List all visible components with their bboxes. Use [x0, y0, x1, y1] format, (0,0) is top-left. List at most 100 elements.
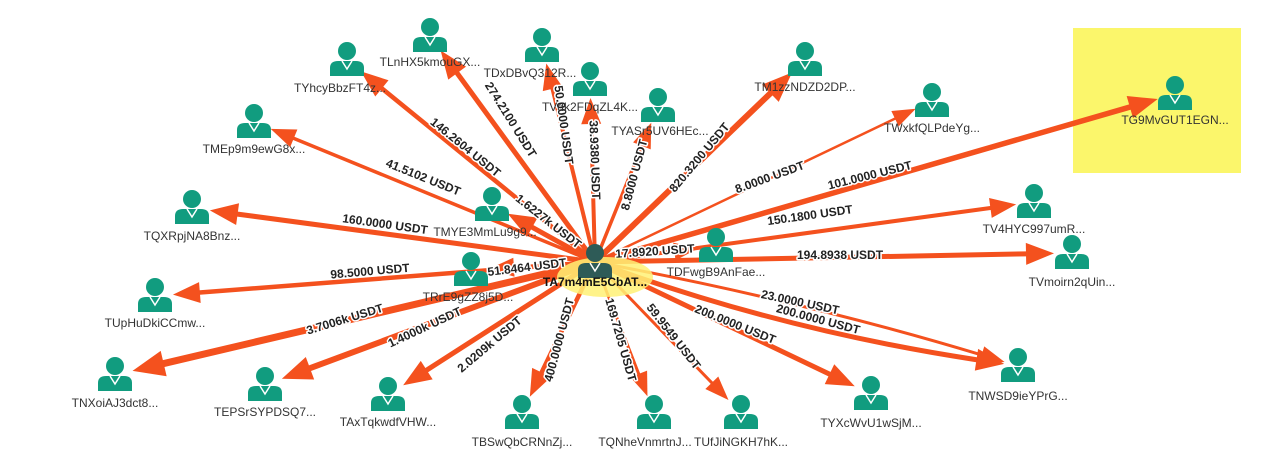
arrow-head-icon — [440, 50, 467, 80]
arrow-head-icon — [209, 203, 240, 226]
user-icon[interactable] — [573, 62, 607, 96]
user-icon[interactable] — [475, 187, 509, 221]
transfer-edge[interactable] — [592, 90, 774, 265]
transfer-edge[interactable] — [306, 259, 598, 372]
user-icon[interactable] — [138, 278, 172, 312]
transfer-edge[interactable] — [589, 121, 597, 264]
user-icon[interactable] — [371, 377, 405, 411]
account-node-tnxoiaj3dct8[interactable]: TNXoiAJ3dct8... — [72, 357, 159, 410]
transfer-edge[interactable] — [160, 258, 599, 368]
account-node-tuphudkiccmw[interactable]: TUpHuDkiCCmw... — [105, 278, 206, 330]
arrow-head-icon — [403, 360, 433, 386]
edge-amount-label: 8.0000 USDT — [733, 158, 807, 196]
user-icon[interactable] — [1001, 348, 1035, 382]
transfer-edge[interactable] — [593, 117, 897, 264]
transfer-edge[interactable] — [379, 86, 598, 265]
arrow-head-icon — [673, 242, 699, 261]
account-node-tqxrpjna8bnz[interactable]: TQXRpjNA8Bnz... — [144, 190, 241, 243]
user-icon[interactable] — [788, 42, 822, 76]
arrow-head-icon — [172, 282, 201, 304]
account-address-label: TQXRpjNA8Bnz... — [144, 229, 241, 243]
user-icon[interactable] — [1055, 235, 1089, 269]
account-address-label: TG9MvGUT1EGN... — [1121, 113, 1228, 127]
user-icon[interactable] — [525, 28, 559, 62]
account-node-tmye3mmlu9g9[interactable]: TMYE3MmLu9g9... — [433, 187, 537, 239]
account-address-label: TYXcWvU1wSjM... — [820, 416, 921, 430]
transfer-edge[interactable] — [593, 144, 644, 264]
account-node-tv4hyc997umr[interactable]: TV4HYC997umR... — [983, 184, 1086, 236]
account-node-tvdk2fdqzl4k[interactable]: TVdk2FDqZL4K... — [542, 62, 638, 114]
arrow-head-icon — [1126, 96, 1158, 119]
account-node-tufjingkh7hk[interactable]: TUfJiNGKH7hK... — [694, 395, 788, 449]
arrow-head-icon — [762, 72, 793, 102]
user-icon[interactable] — [98, 357, 132, 391]
account-node-tbswqbcrnnzj[interactable]: TBSwQbCRNnZj... — [472, 395, 573, 449]
account-node-tdxdbvq312r[interactable]: TDxDBvQ312R... — [484, 28, 577, 80]
user-icon[interactable] — [237, 104, 271, 138]
center-account-node[interactable]: TA7m4mE5CbAT... — [543, 244, 653, 297]
user-icon[interactable] — [248, 367, 282, 401]
arrow-head-icon — [488, 257, 515, 277]
arrow-head-icon — [529, 367, 552, 397]
arrow-head-icon — [633, 122, 652, 150]
transfer-edge[interactable] — [292, 136, 597, 264]
account-node-tm1zzndzd2dp[interactable]: TM1zzNDZD2DP... — [754, 42, 856, 94]
transfer-edge[interactable] — [454, 70, 598, 265]
user-icon[interactable] — [175, 190, 209, 224]
account-node-tyasr5uv6hec[interactable]: TYASr5UV6HEc... — [611, 88, 709, 138]
account-address-label: TVdk2FDqZL4K... — [542, 100, 638, 114]
account-node-trre9gzz8j5d[interactable]: TRrE9gZZ8j5D... — [423, 252, 514, 304]
account-address-label: TMYE3MmLu9g9... — [433, 225, 536, 239]
user-icon[interactable] — [454, 252, 488, 286]
account-address-label: TV4HYC997umR... — [983, 222, 1086, 236]
account-node-tvmoirn2quin[interactable]: TVmoirn2qUin... — [1029, 235, 1116, 289]
account-node-tnwsd9ieyprg[interactable]: TNWSD9ieYPrG... — [968, 348, 1068, 403]
user-icon[interactable] — [330, 42, 364, 76]
account-address-label: TUpHuDkiCCmw... — [105, 316, 206, 330]
arrow-head-icon — [891, 108, 916, 127]
account-address-label: TDFwgB9AnFae... — [667, 265, 766, 279]
arrow-head-icon — [705, 376, 729, 401]
account-address-label: TM1zzNDZD2DP... — [754, 80, 855, 94]
nodes-layer: TLnHX5kmouGX...TDxDBvQ312R... TVdk2FDqZL4… — [72, 18, 1229, 449]
account-address-label: TLnHX5kmouGX... — [380, 55, 481, 69]
user-icon[interactable] — [915, 83, 949, 117]
account-address-label: TBSwQbCRNnZj... — [472, 435, 573, 449]
user-icon[interactable] — [699, 228, 733, 262]
account-address-label: TDxDBvQ312R... — [484, 66, 577, 80]
arrow-head-icon — [581, 97, 602, 125]
transfer-edge[interactable] — [550, 86, 597, 264]
account-node-twxkfqlpdeyg[interactable]: TWxkfQLPdeYg... — [884, 83, 980, 135]
transfer-edge[interactable] — [592, 251, 1029, 265]
account-node-taxtqkwdfvhw[interactable]: TAxTqkwdfVHW... — [340, 377, 436, 429]
user-icon[interactable] — [1017, 184, 1051, 218]
edge-amount-label: 194.8938 USDT — [797, 248, 884, 262]
user-icon[interactable] — [1158, 76, 1192, 110]
account-node-tepsrsypdsq7[interactable]: TEPSrSYPDSQ7... — [214, 367, 316, 419]
user-icon[interactable] — [724, 395, 758, 429]
account-node-tyxcwvu1wsjm[interactable]: TYXcWvU1wSjM... — [820, 376, 922, 430]
user-icon[interactable] — [637, 395, 671, 429]
account-node-tmep9m9ewg8x[interactable]: TMEp9m9ewG8x... — [203, 104, 306, 156]
account-node-tg9mvgut1egn[interactable]: TG9MvGUT1EGN... — [1121, 76, 1229, 127]
transfer-edge[interactable] — [529, 224, 598, 265]
account-node-tlnhx5kmougx[interactable]: TLnHX5kmouGX... — [380, 18, 481, 69]
account-node-tdfwgb9anfae[interactable]: TDFwgB9AnFae... — [667, 228, 766, 279]
arrow-head-icon — [132, 350, 167, 377]
edges-layer — [132, 50, 1158, 401]
transfer-edge[interactable] — [592, 104, 1133, 265]
account-node-tqnhevnmrtnj[interactable]: TQNheVnmrtnJ... — [598, 395, 692, 449]
edge-amount-label: 3.7006k USDT — [305, 301, 386, 338]
arrow-head-icon — [824, 364, 855, 387]
account-address-label: TNWSD9ieYPrG... — [968, 389, 1067, 403]
transfer-edge[interactable] — [235, 211, 598, 265]
user-icon[interactable] — [641, 88, 675, 122]
user-icon[interactable] — [854, 376, 888, 410]
account-address-label: TNXoiAJ3dct8... — [72, 396, 159, 410]
account-address-label: TAxTqkwdfVHW... — [340, 415, 436, 429]
user-icon[interactable] — [413, 18, 447, 52]
user-icon[interactable] — [578, 244, 612, 278]
user-icon[interactable] — [505, 395, 539, 429]
account-node-tyhcybbzft4z[interactable]: TYhcyBbzFT4z... — [294, 42, 386, 95]
